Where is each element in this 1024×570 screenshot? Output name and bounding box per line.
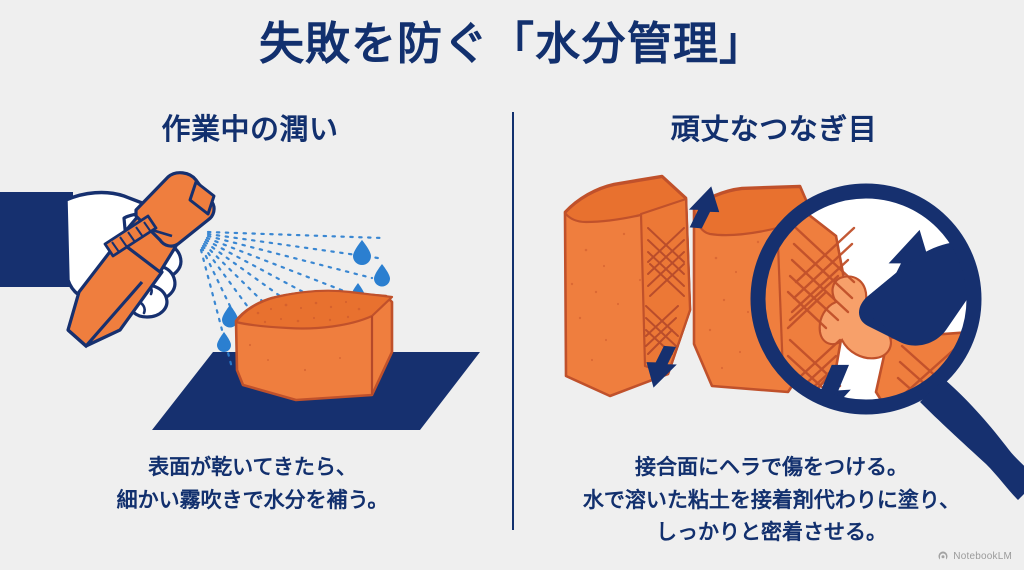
work-mat — [152, 352, 480, 430]
right-caption-line-2: 水で溶いた粘土を接着剤代わりに塗り、 — [582, 488, 961, 512]
spray-mist — [199, 230, 384, 370]
page-title: 失敗を防ぐ「水分管理」 — [258, 18, 765, 69]
clay-block-joint-right — [692, 184, 814, 394]
right-caption-line-3: しっかりと密着させる。 — [656, 521, 887, 545]
trigger-grip — [103, 214, 158, 258]
magnified-joint-detail — [758, 191, 974, 407]
scoring-marks-lower-left — [645, 305, 679, 355]
watermark: NotebookLM — [937, 550, 1012, 562]
clay-block-left — [234, 289, 394, 402]
left-panel-heading: 作業中の潤い — [161, 114, 339, 146]
notebooklm-logo-icon — [938, 551, 948, 560]
scoring-marks-upper-left — [647, 227, 685, 297]
right-panel-caption: 接合面にヘラで傷をつける。 水で溶いた粘土を接着剤代わりに塗り、 しっかりと密着… — [519, 452, 1024, 550]
panel-divider — [512, 112, 514, 530]
spray-bottle-illustration — [0, 171, 480, 430]
left-caption-line-2: 細かい霧吹きで水分を補う。 — [116, 488, 389, 512]
left-caption-line-1: 表面が乾いてきたら、 — [148, 456, 357, 479]
right-panel-heading: 頑丈なつなぎ目 — [670, 114, 878, 146]
spray-bottle — [66, 171, 216, 349]
clay-block-joint-left — [563, 174, 692, 398]
joint-arrows — [646, 186, 720, 388]
spatula-tool — [859, 242, 973, 346]
sleeve — [0, 192, 73, 287]
right-caption-line-1: 接合面にヘラで傷をつける。 — [635, 456, 908, 479]
hand — [64, 190, 183, 319]
water-droplets — [217, 240, 390, 369]
left-panel-caption: 表面が乾いてきたら、 細かい霧吹きで水分を補う。 — [0, 452, 505, 517]
watermark-label: NotebookLM — [953, 550, 1012, 562]
